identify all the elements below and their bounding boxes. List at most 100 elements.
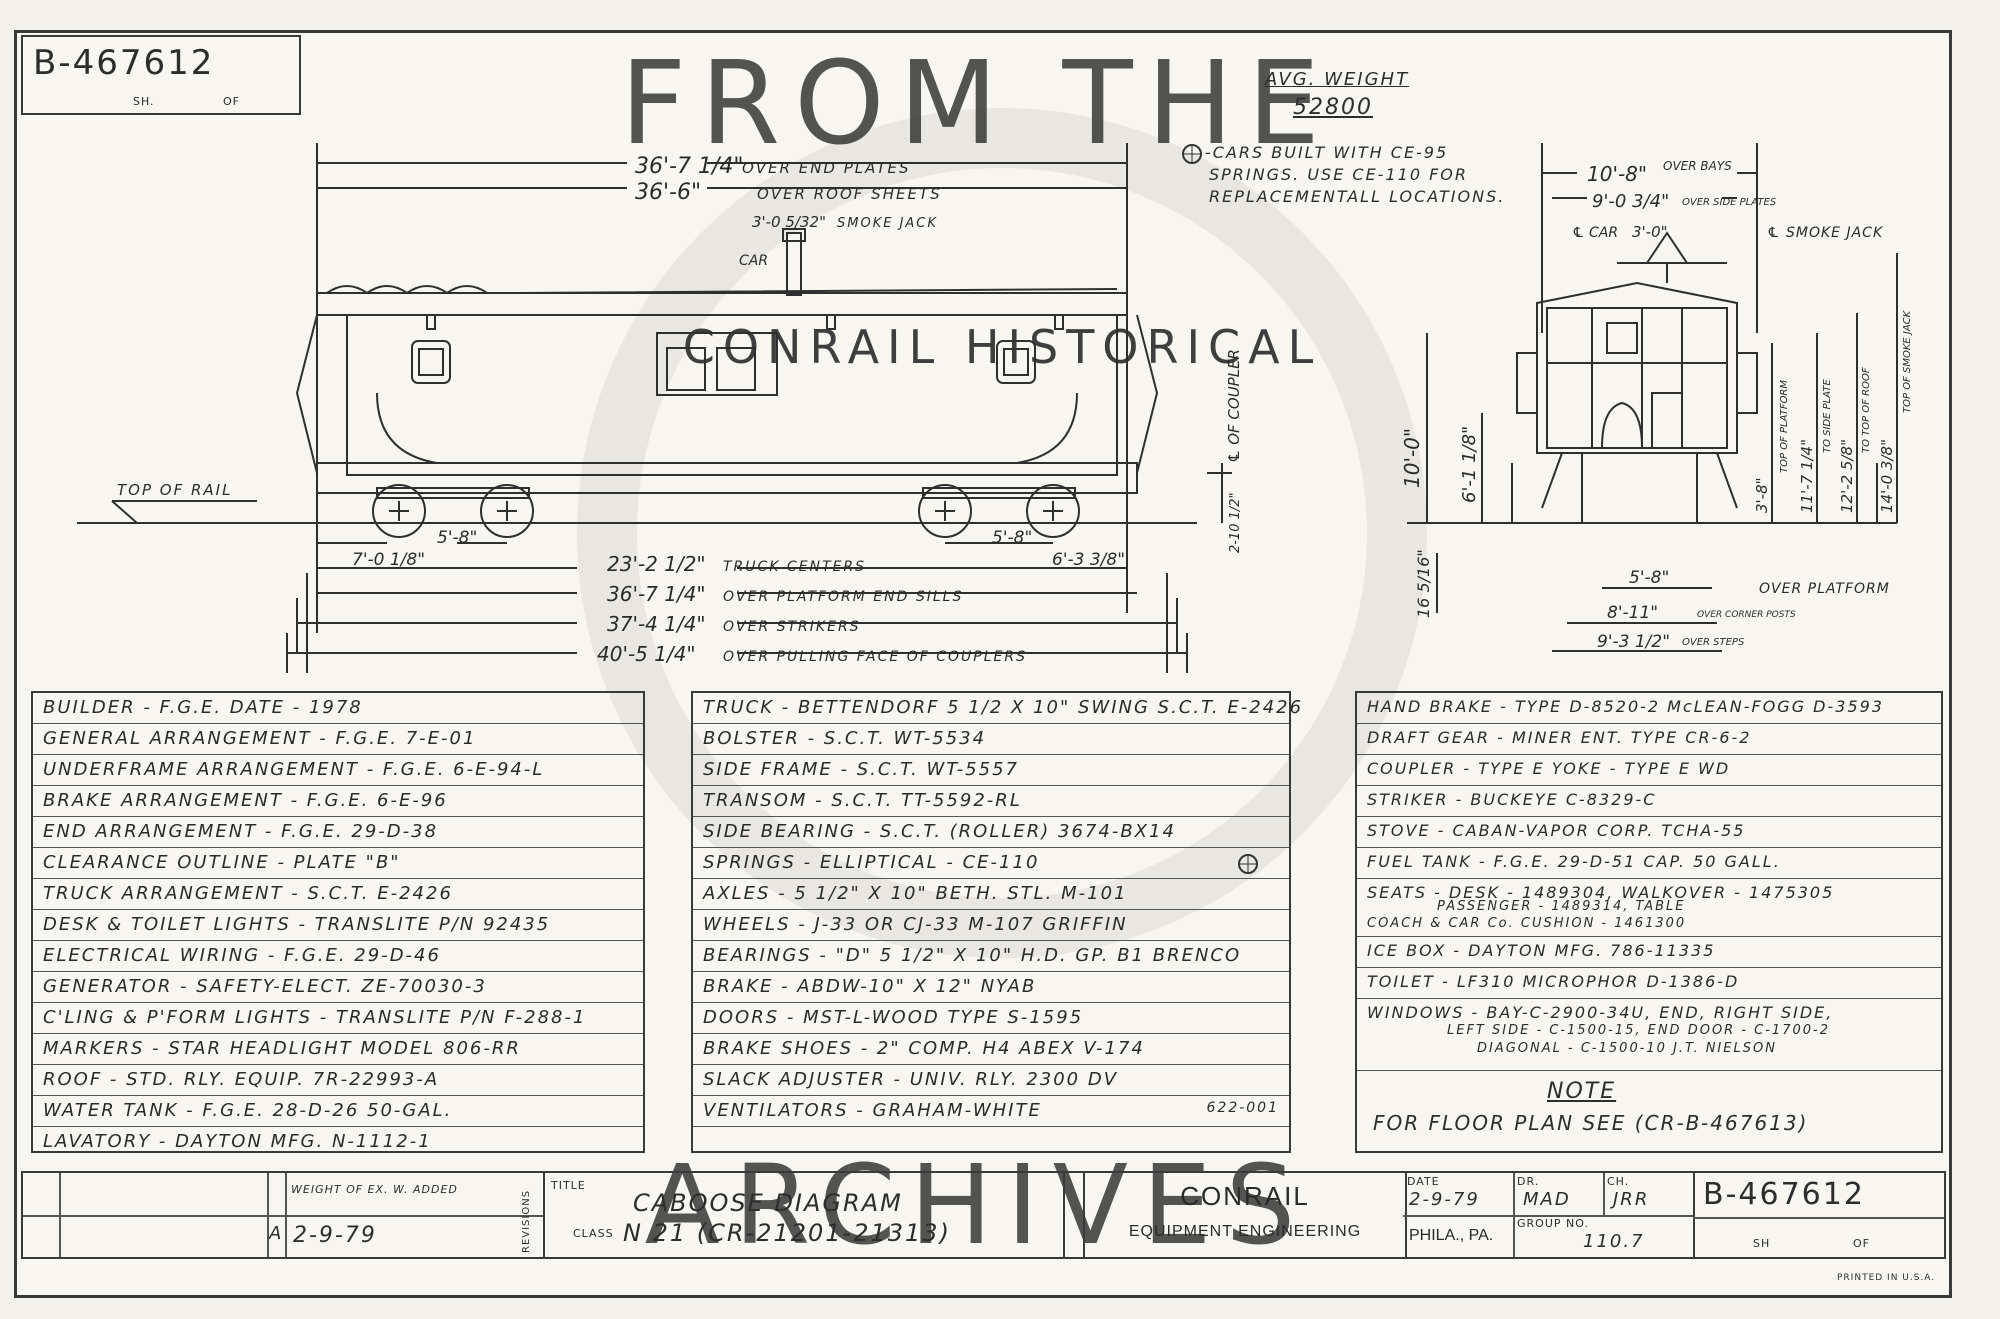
end-label-smoke: TOP OF SMOKE JACK [1902, 309, 1913, 413]
end-dim-14: 14'-0 3/8" [1878, 439, 1896, 513]
side-label-top-of-rail: TOP OF RAIL [117, 481, 232, 499]
spec-left-row: UNDERFRAME ARRANGEMENT - F.G.E. 6-E-94-L [33, 755, 643, 786]
spec-mid-text: BRAKE - ABDW-10" X 12" NYAB [703, 976, 1037, 997]
side-dim-strikers: 37'-4 1/4" [607, 612, 706, 636]
end-dim-side-plates: 9'-0 3/4" [1592, 191, 1669, 212]
spec-mid-text: BEARINGS - "D" 5 1/2" X 10" H.D. GP. B1 … [703, 945, 1242, 966]
spec-left-text: ROOF - STD. RLY. EQUIP. 7R-22993-A [43, 1069, 440, 1090]
spec-left-row: WATER TANK - F.G.E. 28-D-26 50-GAL. [33, 1096, 643, 1127]
springs-symbol [1182, 144, 1202, 164]
spec-mid-row: TRANSOM - S.C.T. TT-5592-RL [693, 786, 1289, 817]
spec-right-row: COUPLER - TYPE E YOKE - TYPE E WD [1357, 755, 1941, 786]
dr-label: DR. [1517, 1175, 1540, 1188]
group-label: GROUP NO. [1517, 1217, 1589, 1230]
end-dim-11: 11'-7 1/4" [1798, 439, 1816, 513]
title-label: TITLE [551, 1179, 586, 1192]
spec-mid-text: VENTILATORS - GRAHAM-WHITE [703, 1100, 1042, 1121]
spec-right-row: WINDOWS - BAY-C-2900-34U, END, RIGHT SID… [1357, 999, 1941, 1071]
side-dim-smoke-jack: 3'-0 5/32" [752, 213, 826, 231]
spec-right-row: HAND BRAKE - TYPE D-8520-2 McLEAN-FOGG D… [1357, 693, 1941, 724]
spec-left-row: ROOF - STD. RLY. EQUIP. 7R-22993-A [33, 1065, 643, 1096]
spec-mid-text: SPRINGS - ELLIPTICAL - CE-110 [703, 852, 1040, 873]
company-dept: EQUIPMENT ENGINEERING [1128, 1223, 1362, 1240]
approval-area: DATE 2-9-79 DR. MAD CH. JRR PHILA., PA. … [1403, 1173, 1695, 1257]
side-label-smoke-jack: SMOKE JACK [837, 216, 938, 231]
springs-symbol-table [1238, 854, 1258, 874]
company-area: CONRAIL EQUIPMENT ENGINEERING [1083, 1173, 1407, 1257]
side-dim-truck-centers: 23'-2 1/2" [607, 552, 706, 576]
spec-mid-text: SIDE FRAME - S.C.T. WT-5557 [703, 759, 1019, 780]
spec-mid-row: BRAKE SHOES - 2" COMP. H4 ABEX V-174 [693, 1034, 1289, 1065]
spec-right-text: ICE BOX - DAYTON MFG. 786-11335 [1367, 941, 1716, 960]
end-label-top-platform: TOP OF PLATFORM [1779, 380, 1790, 473]
side-label-couplers: OVER PULLING FACE OF COUPLERS [723, 649, 1027, 665]
spec-left-row: END ARRANGEMENT - F.G.E. 29-D-38 [33, 817, 643, 848]
spec-right-text: TOILET - LF310 MICROPHOR D-1386-D [1367, 972, 1740, 991]
side-label-strikers: OVER STRIKERS [723, 619, 861, 635]
class-label: CLASS [573, 1227, 614, 1240]
sheet-sh-label: SH. [133, 95, 155, 108]
spec-right-row: SEATS - DESK - 1489304, WALKOVER - 14753… [1357, 879, 1941, 937]
printed-in-usa: PRINTED IN U.S.A. [1837, 1273, 1936, 1283]
note-title: NOTE [1547, 1079, 1617, 1104]
side-label-coupler: ℄ OF COUPLER [1225, 349, 1243, 463]
spec-left-row: LAVATORY - DAYTON MFG. N-1112-1 [33, 1127, 643, 1153]
spec-left-text: UNDERFRAME ARRANGEMENT - F.G.E. 6-E-94-L [43, 759, 545, 780]
end-dim-car-offset: 3'-0" [1632, 223, 1668, 241]
spec-mid-row: AXLES - 5 1/2" X 10" BETH. STL. M-101 [693, 879, 1289, 910]
spec-mid-row: SLACK ADJUSTER - UNIV. RLY. 2300 DV [693, 1065, 1289, 1096]
place-value: PHILA., PA. [1409, 1227, 1494, 1244]
spec-mid-row: SIDE BEARING - S.C.T. (ROLLER) 3674-BX14 [693, 817, 1289, 848]
group-value: 110.7 [1583, 1231, 1645, 1252]
spec-mid-row: BRAKE - ABDW-10" X 12" NYAB [693, 972, 1289, 1003]
side-dim-platform: 36'-7 1/4" [607, 582, 706, 606]
spec-left-text: WATER TANK - F.G.E. 28-D-26 50-GAL. [43, 1100, 453, 1121]
date-label: DATE [1407, 1175, 1440, 1188]
spec-right-text: DRAFT GEAR - MINER ENT. TYPE CR-6-2 [1367, 728, 1752, 747]
drawing-class: N 21 (CR-21201-21313) [623, 1219, 951, 1247]
springs-note-3: REPLACEMENTALL LOCATIONS. [1209, 187, 1506, 206]
spec-mid-text: WHEELS - J-33 OR CJ-33 M-107 GRIFFIN [703, 914, 1128, 935]
end-dim-3: 3'-8" [1753, 477, 1771, 513]
side-dim-right-end: 6'-3 3/8" [1052, 550, 1125, 570]
spec-left-text: ELECTRICAL WIRING - F.G.E. 29-D-46 [43, 945, 441, 966]
sheet-of-label: OF [223, 95, 240, 108]
revision-row-1: WEIGHT OF EX. W. ADDED [291, 1183, 458, 1196]
spec-mid-row: WHEELS - J-33 OR CJ-33 M-107 GRIFFIN [693, 910, 1289, 941]
company-name: CONRAIL [1180, 1181, 1310, 1211]
spec-left-row: C'LING & P'FORM LIGHTS - TRANSLITE P/N F… [33, 1003, 643, 1034]
end-dim-16: 16 5/16" [1414, 549, 1433, 618]
side-dim-couplers: 40'-5 1/4" [597, 642, 696, 666]
number-area: B-467612 SH OF [1693, 1173, 1944, 1257]
avg-weight-label: AVG. WEIGHT [1265, 69, 1410, 90]
spec-left-text: MARKERS - STAR HEADLIGHT MODEL 806-RR [43, 1038, 521, 1059]
end-dim-over-bays: 10'-8" [1587, 162, 1647, 186]
end-dim-9: 9'-3 1/2" [1597, 632, 1670, 652]
spec-right-text: STRIKER - BUCKEYE C-8329-C [1367, 790, 1657, 809]
side-view-drawing: 36'-7 1/4" OVER END PLATES 36'-6" OVER R… [77, 143, 1243, 673]
end-label-side-plate: TO SIDE PLATE [1822, 379, 1833, 453]
end-dim-58: 5'-8" [1629, 568, 1669, 588]
spec-left-text: LAVATORY - DAYTON MFG. N-1112-1 [43, 1131, 432, 1152]
drawing-number: B-467612 [1703, 1177, 1865, 1212]
spec-mid-text: AXLES - 5 1/2" X 10" BETH. STL. M-101 [703, 883, 1128, 904]
side-dim-coupler: 2-10 1/2" [1228, 492, 1243, 553]
spec-left-row: BUILDER - F.G.E. DATE - 1978 [33, 693, 643, 724]
spec-right-text: HAND BRAKE - TYPE D-8520-2 McLEAN-FOGG D… [1367, 697, 1884, 716]
spec-mid-text: TRANSOM - S.C.T. TT-5592-RL [703, 790, 1022, 811]
spec-left-row: CLEARANCE OUTLINE - PLATE "B" [33, 848, 643, 879]
spec-left-text: BRAKE ARRANGEMENT - F.G.E. 6-E-96 [43, 790, 448, 811]
seats-extra-2: COACH & CAR Co. CUSHION - 1461300 [1367, 916, 1687, 931]
side-label-car: CAR [739, 253, 768, 269]
side-label-platform: OVER PLATFORM END SILLS [723, 589, 963, 605]
note-text: FOR FLOOR PLAN SEE (CR-B-467613) [1373, 1111, 1809, 1135]
spec-right-text: FUEL TANK - F.G.E. 29-D-51 CAP. 50 GALL. [1367, 852, 1781, 871]
spec-right-row: STOVE - CABAN-VAPOR CORP. TCHA-55 [1357, 817, 1941, 848]
spec-mid-text: BOLSTER - S.C.T. WT-5534 [703, 728, 987, 749]
side-dim-roof: 36'-6" [635, 180, 701, 205]
spec-left-row: BRAKE ARRANGEMENT - F.G.E. 6-E-96 [33, 786, 643, 817]
side-label-truck-centers: TRUCK CENTERS [723, 559, 866, 575]
seats-extra-1: PASSENGER - 1489314, TABLE [1437, 899, 1686, 914]
avg-weight-value: 52800 [1293, 95, 1373, 120]
drawing-sheet: FROM THE CONRAIL HISTORICAL ARCHIVES B-4… [14, 30, 1952, 1298]
